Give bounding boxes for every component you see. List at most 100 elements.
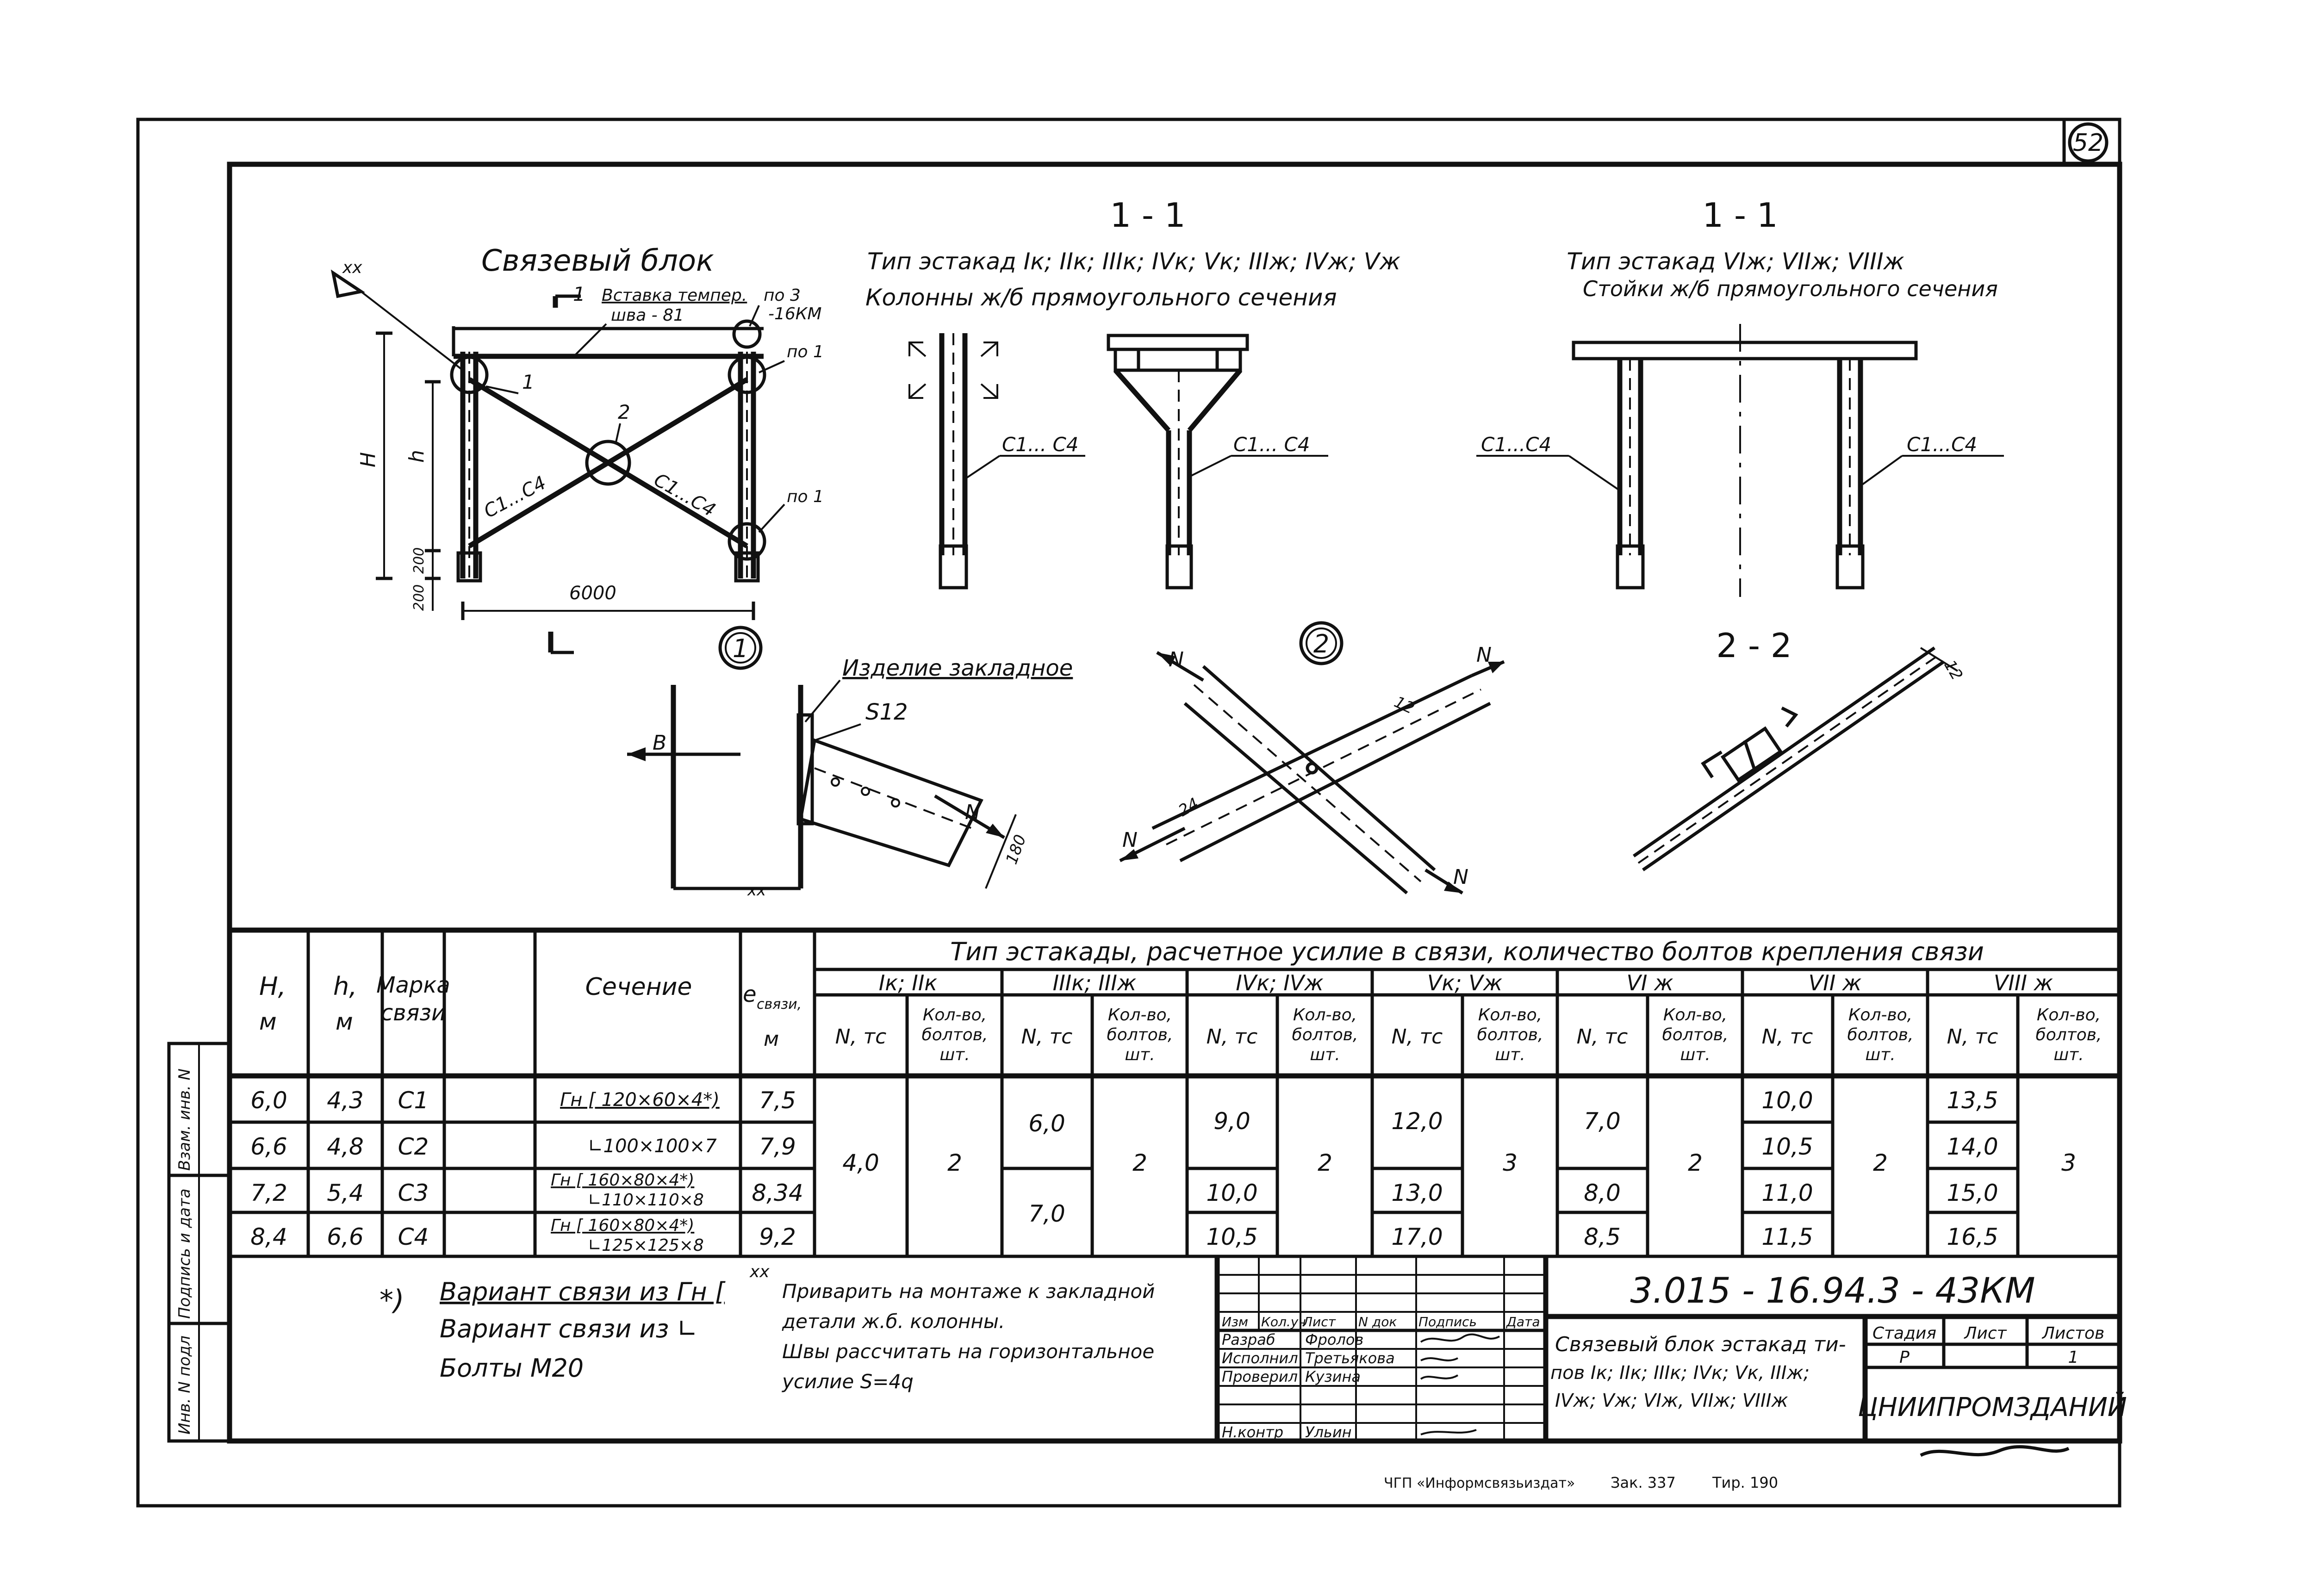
sheet-number: 52 (2073, 129, 2103, 157)
svg-text:Кол-во,: Кол-во, (1108, 1006, 1172, 1025)
svg-text:Кол-во,: Кол-во, (923, 1006, 987, 1025)
svg-text:Приварить на монтаже к закладн: Приварить на монтаже к закладной (782, 1280, 1155, 1303)
svg-text:Кол-во,: Кол-во, (1478, 1006, 1542, 1025)
svg-text:1: 1 (2068, 1348, 2079, 1367)
svg-text:м: м (336, 1008, 353, 1035)
side-stamp: Инв. N подл Подпись и дата Взам. инв. N (167, 1042, 231, 1443)
svg-text:4,8: 4,8 (327, 1133, 364, 1160)
svg-text:10,5: 10,5 (1206, 1223, 1257, 1250)
svg-text:10,5: 10,5 (1761, 1133, 1813, 1160)
svg-text:N, тс: N, тс (1762, 1025, 1813, 1049)
svg-text:IVж; Vж; VIж, VIIж; VIIIж: IVж; Vж; VIж, VIIж; VIIIж (1555, 1390, 1788, 1411)
svg-text:1: 1 (522, 371, 535, 393)
svg-text:болтов,: болтов, (1292, 1025, 1358, 1044)
svg-text:6,0: 6,0 (1028, 1110, 1065, 1137)
svg-text:S12: S12 (865, 699, 908, 725)
svg-text:Изделие закладное: Изделие закладное (842, 655, 1073, 681)
svg-text:16,5: 16,5 (1947, 1223, 1998, 1250)
svg-text:7,0: 7,0 (1028, 1200, 1065, 1227)
svg-text:Марка: Марка (376, 972, 450, 998)
svg-text:связи,: связи, (757, 996, 802, 1012)
section-a-title: 1 - 1 (1110, 196, 1185, 235)
svg-text:Гн [ 160×80×4*): Гн [ 160×80×4*) (551, 1216, 694, 1235)
svg-text:12,0: 12,0 (1391, 1108, 1443, 1135)
svg-text:N: N (1453, 865, 1468, 889)
svg-text:17,0: 17,0 (1391, 1223, 1443, 1250)
svg-text:ЧГП «Информсвязьиздат»: ЧГП «Информсвязьиздат» (1384, 1475, 1575, 1491)
svg-text:Кол-во,: Кол-во, (2037, 1006, 2101, 1025)
svg-text:Кол-во,: Кол-во, (1663, 1006, 1727, 1025)
svg-text:N док: N док (1358, 1314, 1397, 1329)
svg-text:2: 2 (1873, 1149, 1888, 1176)
svg-text:2: 2 (1688, 1149, 1703, 1176)
svg-text:IVк; IVж: IVк; IVж (1236, 970, 1324, 995)
svg-text:N: N (965, 801, 980, 824)
svg-text:Вставка темпер.: Вставка темпер. (602, 286, 747, 305)
svg-text:С1... С4: С1... С4 (1002, 433, 1079, 456)
svg-text:Болты М20: Болты М20 (440, 1354, 584, 1383)
table-header-span: Тип эстакады, расчетное усилие в связи, … (950, 937, 1984, 966)
sheet-number-circle (2068, 122, 2109, 163)
block-title: Связевый блок (481, 244, 714, 278)
section-2-2: 2 - 2 12 (1633, 626, 1966, 871)
svg-text:болтов,: болтов, (1477, 1025, 1543, 1044)
svg-text:7,5: 7,5 (759, 1087, 796, 1114)
svg-text:шт.: шт. (939, 1045, 970, 1064)
svg-text:хх: хх (342, 258, 362, 277)
detail-2: 2 N N N N 12 24 (1119, 621, 1505, 894)
svg-text:Дата: Дата (1505, 1314, 1540, 1329)
svg-text:детали ж.б. колонны.: детали ж.б. колонны. (782, 1310, 1005, 1333)
svg-text:Лист: Лист (1963, 1324, 2007, 1343)
svg-text:N: N (1476, 643, 1492, 667)
svg-text:8,4: 8,4 (250, 1223, 287, 1250)
svg-text:Кол.уч: Кол.уч (1261, 1314, 1306, 1329)
svg-text:Р: Р (1899, 1348, 1910, 1367)
title-block: Изм Кол.уч Лист N док Подпись Дата Разра… (1214, 1256, 2127, 1441)
svg-text:N, тс: N, тс (1207, 1025, 1258, 1049)
svg-text:м: м (764, 1027, 779, 1051)
detail-1: 1 Изделие закладное S12 В N 180 хх (627, 626, 1073, 900)
table-row: 7,2 5,4 С3 Гн [ 160×80×4*) ∟110×110×8 8,… (250, 1171, 803, 1210)
svg-text:∟100×100×7: ∟100×100×7 (588, 1136, 717, 1157)
svg-text:6,6: 6,6 (250, 1133, 287, 1160)
svg-text:болтов,: болтов, (1107, 1025, 1173, 1044)
svg-text:3: 3 (2061, 1149, 2076, 1176)
svg-text:С1: С1 (398, 1087, 429, 1114)
table-row: 8,4 6,6 С4 Гн [ 160×80×4*) ∟125×125×8 9,… (250, 1216, 796, 1255)
section-b-caption: Стойки ж/б прямоугольного сечения (1583, 276, 1998, 301)
svg-text:Ульин: Ульин (1305, 1423, 1352, 1441)
svg-text:С1... С4: С1... С4 (1233, 433, 1310, 456)
svg-text:Изм: Изм (1222, 1314, 1248, 1329)
svg-text:8,5: 8,5 (1584, 1223, 1621, 1250)
svg-text:Инв. N подл: Инв. N подл (175, 1335, 194, 1435)
svg-text:болтов,: болтов, (2036, 1025, 2102, 1044)
svg-text:хх: хх (749, 1262, 770, 1281)
svg-text:Кузина: Кузина (1305, 1368, 1361, 1385)
svg-text:Н: Н (356, 452, 380, 467)
svg-text:Подпись и дата: Подпись и дата (175, 1188, 194, 1319)
svg-text:С2: С2 (398, 1133, 429, 1160)
svg-text:5,4: 5,4 (327, 1180, 364, 1206)
svg-text:С1...С4: С1...С4 (1907, 433, 1977, 456)
svg-text:по 3: по 3 (764, 286, 801, 305)
organization: ЦНИИПРОМЗДАНИЙ (1858, 1392, 2127, 1422)
section-a-subtitle: Тип эстакад Iк; IIк; IIIк; IVк; Vк; IIIж… (867, 248, 1400, 275)
svg-text:Сечение: Сечение (585, 973, 692, 1001)
brace-table: Тип эстакады, расчетное усилие в связи, … (227, 930, 2120, 1256)
svg-text:Фролов: Фролов (1305, 1331, 1363, 1348)
svg-text:∟110×110×8: ∟110×110×8 (588, 1191, 704, 1210)
svg-text:9,2: 9,2 (759, 1223, 796, 1250)
svg-text:Лист: Лист (1302, 1314, 1336, 1329)
svg-text:С1...С4: С1...С4 (1481, 433, 1551, 456)
section-1-1-a: 1 - 1 Тип эстакад Iк; IIк; IIIк; IVк; Vк… (865, 196, 1400, 590)
svg-text:Проверил: Проверил (1222, 1368, 1298, 1385)
svg-text:болтов,: болтов, (1662, 1025, 1729, 1044)
footer: ЧГП «Информсвязьиздат» Зак. 337 Тир. 190 (1384, 1445, 2070, 1491)
svg-text:Взам. инв. N: Взам. инв. N (175, 1068, 194, 1171)
svg-text:2: 2 (1313, 629, 1329, 658)
svg-text:В: В (653, 731, 666, 755)
svg-text:7,9: 7,9 (759, 1133, 796, 1160)
sub-headers: N, тс Кол-во, болтов, шт. N, тс Кол-во, … (835, 1006, 2102, 1064)
svg-text:Листов: Листов (2041, 1324, 2104, 1343)
svg-text:14,0: 14,0 (1947, 1133, 1998, 1160)
